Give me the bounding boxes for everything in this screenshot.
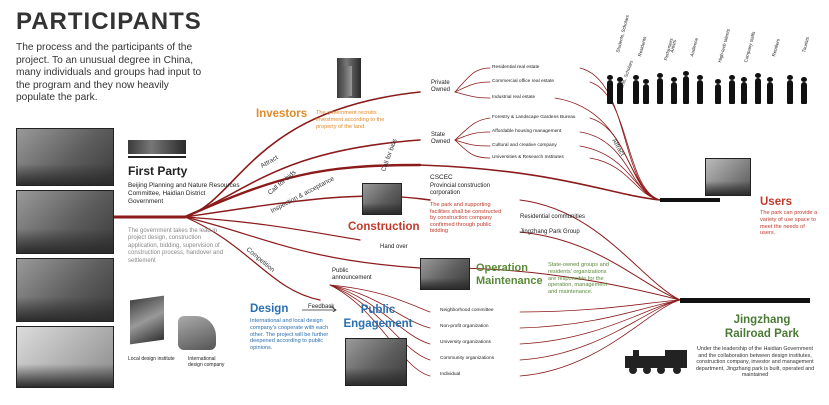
photo-conference (16, 326, 114, 388)
flow-to-private-owned (184, 91, 421, 218)
intro-text: The process and the participants of the … (16, 42, 202, 103)
public-item-4: Individual (440, 372, 461, 377)
users-photo (705, 158, 751, 196)
state-item-1: Affordable housing management (492, 129, 562, 134)
international-design-label: International design company (188, 356, 225, 368)
first-party-title: First Party (128, 164, 188, 178)
train-icon (625, 350, 691, 374)
users-desc: The park can provide a variety of use sp… (760, 210, 818, 237)
public-item-0: Neighborhood committee (440, 308, 494, 313)
label-attract-left: Attract (260, 154, 280, 170)
cscec-label: CSCEC (430, 174, 453, 181)
photo-meeting-group (16, 190, 114, 254)
flow-hand-over (184, 216, 361, 241)
public-item-3: Community organizations (440, 356, 495, 361)
state-item-2: Cultural and creative company (492, 143, 557, 148)
feedback-label: Feedback (308, 304, 335, 310)
photo-landscape (16, 258, 114, 322)
railroad-desc: Under the leadership of the Haidian Gove… (695, 346, 815, 379)
investors-title: Investors (256, 108, 308, 120)
public-engagement-title: Public Engagement (343, 304, 413, 330)
railroad-bar (680, 298, 810, 303)
local-design-label: Local design institute (128, 356, 175, 362)
label-attract-right: Attract (610, 138, 626, 158)
construction-title: Construction (348, 221, 420, 233)
state-owned-label: State Owned (431, 132, 451, 145)
design-title: Design (250, 303, 289, 315)
first-party-building (128, 136, 186, 158)
operation-photo (420, 258, 470, 290)
private-item-0: Residential real estate (492, 65, 540, 70)
provincial-label: Provincial construction corporation (430, 183, 491, 196)
flow-to-cscec (184, 195, 431, 218)
first-party-desc: The government takes the lead in project… (128, 228, 224, 264)
operation-title: Operation Maintenance (476, 262, 543, 287)
park-group-label: Jingzhang Park Group (520, 229, 580, 235)
private-item-1: Commercial office real estate (492, 79, 555, 84)
user-figures (605, 62, 815, 106)
public-item-2: University organizations (440, 340, 491, 345)
investors-desc: The government recruits investment accor… (316, 110, 385, 130)
public-announcement-label: Public announcement (332, 268, 372, 281)
users-bar (660, 198, 720, 202)
residential-label: Residential communities (520, 214, 586, 220)
hand-over-label: Hand over (380, 244, 408, 250)
feedback-arrow (302, 305, 337, 312)
public-engagement-photo (345, 338, 407, 386)
international-design-image (178, 316, 216, 350)
construction-desc: The park and supporting facilities shall… (430, 202, 502, 235)
operation-desc: State-owned groups and residents' organi… (548, 262, 609, 296)
state-item-3: Universities & Research Institutes (492, 155, 564, 160)
private-item-2: Industrial real estate (492, 95, 536, 100)
local-design-image (130, 295, 164, 345)
flow-to-design (184, 216, 321, 301)
investors-tower-2 (342, 66, 352, 96)
users-title: Users (760, 196, 792, 208)
state-item-0: Forestry & Landscape Gardens Bureau (492, 115, 576, 120)
label-call-for-bids-2: Call for bids (380, 137, 399, 172)
construction-photo (362, 183, 402, 215)
first-party-org: Beijing Planning and Nature Resources Co… (128, 182, 240, 205)
design-desc: International and local design company's… (250, 318, 329, 352)
flow-to-construction (183, 163, 422, 219)
photo-site-visit (16, 128, 114, 186)
page-title: PARTICIPANTS (16, 8, 202, 35)
private-owned-label: Private Owned (431, 80, 451, 93)
label-competition: Competition (245, 246, 276, 274)
public-item-1: Non-profit organization (440, 324, 489, 329)
flow-to-operation (184, 216, 421, 269)
railroad-title: Jingzhang Railroad Park (724, 314, 800, 340)
